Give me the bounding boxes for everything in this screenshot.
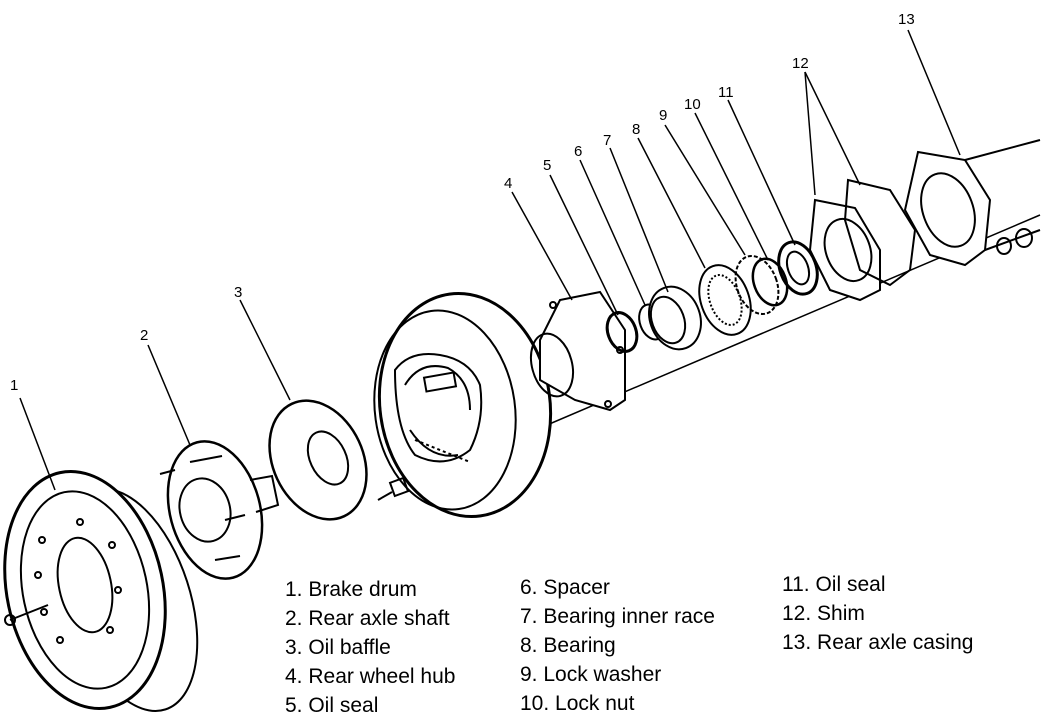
- legend-item: 12. Shim: [782, 602, 865, 625]
- legend-column-2: 6. Spacer 7. Bearing inner race 8. Beari…: [520, 573, 715, 716]
- lock-nut: [751, 257, 789, 307]
- shim: [808, 178, 917, 302]
- callout-11: 11: [718, 84, 734, 101]
- oil-baffle: [268, 399, 368, 521]
- rear-wheel-hub: [529, 290, 626, 412]
- legend-item: 6. Spacer: [520, 576, 610, 599]
- callout-1: 1: [10, 377, 18, 394]
- callout-13: 13: [898, 11, 915, 28]
- legend-item: 4. Rear wheel hub: [285, 665, 456, 688]
- legend-item: 5. Oil seal: [285, 694, 379, 716]
- bolt: [377, 476, 410, 501]
- callout-12: 12: [792, 55, 809, 72]
- callout-4: 4: [504, 175, 512, 192]
- callout-3: 3: [234, 284, 242, 301]
- legend-item: 11. Oil seal: [782, 573, 886, 596]
- callout-9: 9: [659, 107, 667, 124]
- legend-item: 8. Bearing: [520, 634, 616, 657]
- legend-item: 7. Bearing inner race: [520, 605, 715, 628]
- legend-item: 9. Lock washer: [520, 663, 662, 686]
- legend-column-3: 11. Oil seal 12. Shim 13. Rear axle casi…: [782, 570, 973, 657]
- rear-axle-shaft: [159, 440, 280, 580]
- lock-washer: [734, 254, 780, 316]
- callout-5: 5: [543, 157, 551, 174]
- callout-7: 7: [603, 132, 611, 149]
- callout-10: 10: [684, 96, 701, 113]
- callout-8: 8: [632, 121, 640, 138]
- bearing-inner-race: [648, 285, 702, 351]
- legend-column-1: 1. Brake drum 2. Rear axle shaft 3. Oil …: [285, 575, 455, 716]
- legend-item: 3. Oil baffle: [285, 636, 391, 659]
- legend-item: 10. Lock nut: [520, 692, 635, 715]
- leader-lines: [19, 29, 961, 491]
- legend-item: 1. Brake drum: [285, 578, 417, 601]
- rear-axle-casing: [903, 139, 1041, 267]
- brake-drum: [3, 470, 199, 712]
- callout-2: 2: [140, 327, 148, 344]
- callout-6: 6: [574, 143, 582, 160]
- callout-labels: 1 2 3 4 5 6 7 8 9 10 11 12 13: [10, 11, 915, 394]
- legend-item: 13. Rear axle casing: [782, 631, 974, 654]
- legend-item: 2. Rear axle shaft: [285, 607, 450, 630]
- oil-seal: [605, 311, 639, 353]
